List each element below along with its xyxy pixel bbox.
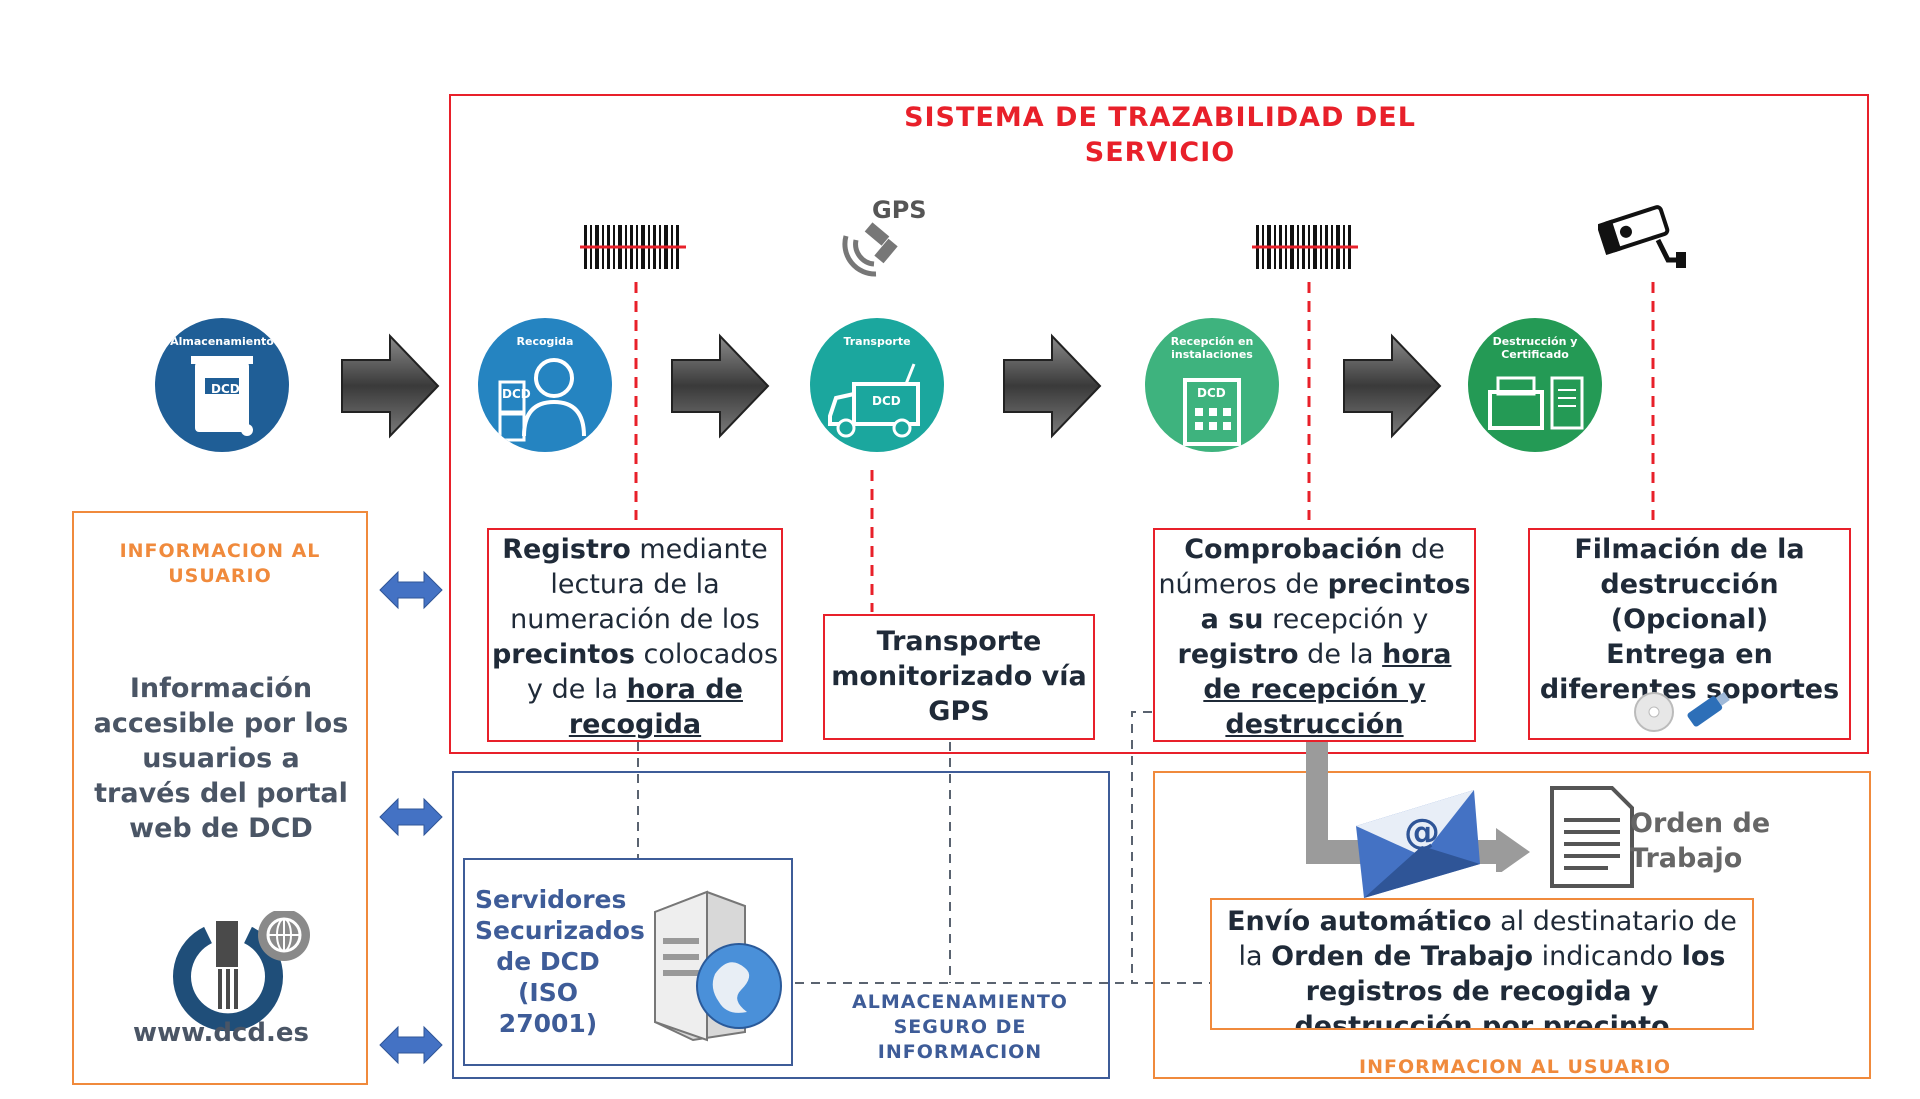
- hora-recepcion-term: hora de recepción y destrucción: [1203, 639, 1452, 740]
- dcd-badge: DCD: [872, 394, 901, 408]
- stage-circle-1: DCD Almacenamiento: [155, 318, 289, 452]
- storage-title: ALMACENAMIENTO SEGURO DE INFORMACION: [852, 991, 1068, 1063]
- gps-icon: GPS: [832, 196, 942, 286]
- stage-label: Almacenamiento: [170, 335, 274, 348]
- comprobacion-text-3: de la: [1298, 639, 1383, 670]
- transporte-box: Transporte monitorizado vía GPS: [823, 614, 1095, 740]
- barcode-icon: [1252, 225, 1358, 269]
- registro-term: Registro: [502, 534, 631, 565]
- server-globe-icon: [654, 890, 782, 1042]
- envio-term: Envío automático: [1227, 906, 1492, 937]
- stage-label: Destrucción y Certificado: [1492, 335, 1578, 361]
- system-title: SISTEMA DE TRAZABILIDAD DEL SERVICIO: [904, 102, 1416, 168]
- registro-term: registro: [1177, 639, 1299, 670]
- stage-circle-4: DCD Recepción en instalaciones: [1145, 318, 1279, 452]
- double-arrow-icon: [379, 797, 443, 837]
- gps-label: GPS: [872, 196, 927, 224]
- comprobacion-box: Comprobación de números de precintos a s…: [1153, 528, 1476, 742]
- stage-label: Recepción en instalaciones: [1170, 335, 1254, 361]
- precintos-term: precintos a su: [1200, 569, 1471, 635]
- stage-circle-2: DCD Recogida: [478, 318, 612, 452]
- hora-recogida-term: hora de recogida: [568, 674, 743, 740]
- dcd-badge: DCD: [211, 382, 240, 396]
- entrega-text: Entrega en diferentes soportes: [1539, 639, 1840, 705]
- envio-box: Envío automático al destinatario de la O…: [1210, 898, 1754, 1030]
- email-icon: @: [1356, 790, 1480, 898]
- transporte-text: Transporte monitorizado vía GPS: [831, 626, 1087, 727]
- user-info-text: Información accesible por los usuarios a…: [93, 673, 349, 844]
- comprobacion-text-2: recepción y: [1263, 604, 1429, 635]
- process-arrow: [1003, 333, 1102, 439]
- stage-circle-5: DCDDestrucción y Certificado: [1468, 318, 1602, 452]
- process-arrow: [671, 333, 770, 439]
- user-info-title-right: INFORMACION AL USUARIO: [1359, 1056, 1671, 1078]
- registro-text-2: colocados y de la: [527, 639, 779, 705]
- stage-circle-3: DCD Transporte: [810, 318, 944, 452]
- traceability-system-frame: [449, 94, 1869, 754]
- printer-icon: [1488, 376, 1584, 430]
- comprobacion-text: de números de: [1158, 534, 1445, 600]
- user-info-panel: INFORMACION AL USUARIO Información acces…: [72, 511, 368, 1085]
- truck-icon: [828, 363, 920, 438]
- registro-box: Registro mediante lectura de la numeraci…: [487, 528, 783, 742]
- security-camera-icon: [1598, 205, 1686, 268]
- orden-trabajo-label: Orden de Trabajo: [1630, 808, 1771, 874]
- dcd-badge: DCD: [502, 387, 531, 401]
- svg-text:@: @: [1404, 812, 1440, 853]
- person-icon: [498, 358, 586, 442]
- envio-text-2: indicando: [1533, 941, 1682, 972]
- stage-label: Recogida: [516, 335, 574, 348]
- usb-icon: [1687, 691, 1730, 727]
- servers-box: Servidores Securizados de DCD (ISO 27001…: [463, 858, 793, 1066]
- orden-term: Orden de Trabajo: [1271, 941, 1534, 972]
- dcd-badge: DCD: [1197, 386, 1226, 400]
- stage-label: Transporte: [843, 335, 911, 348]
- process-arrow: [1343, 333, 1442, 439]
- comprobacion-term: Comprobación: [1184, 534, 1403, 565]
- filmacion-box: Filmación de la destrucción (Opcional) E…: [1528, 528, 1851, 740]
- bin-icon: [191, 356, 253, 436]
- website-link[interactable]: www.dcd.es: [133, 1018, 309, 1048]
- user-info-title: INFORMACION AL USUARIO: [119, 540, 321, 587]
- building-icon: [1183, 378, 1241, 446]
- barcode-icon: [580, 225, 686, 269]
- filmacion-text: Filmación de la destrucción (Opcional): [1574, 534, 1805, 635]
- envio-text: al destinatario de la: [1238, 906, 1737, 972]
- registros-term: los registros de recogida y destrucción …: [1294, 941, 1726, 1030]
- process-arrow: [341, 333, 440, 439]
- document-icon: [1550, 786, 1634, 888]
- media-icons: [1634, 691, 1730, 732]
- servers-text: Servidores Securizados de DCD (ISO 27001…: [475, 885, 645, 1038]
- precintos-term: precintos: [491, 639, 635, 670]
- double-arrow-icon: [379, 1025, 443, 1065]
- double-arrow-icon: [379, 570, 443, 610]
- registro-text: mediante lectura de la numeración de los: [510, 534, 768, 635]
- dcd-logo: [173, 911, 310, 1031]
- secure-storage-panel: [452, 771, 1110, 1079]
- user-info-panel-right: [1153, 771, 1871, 1079]
